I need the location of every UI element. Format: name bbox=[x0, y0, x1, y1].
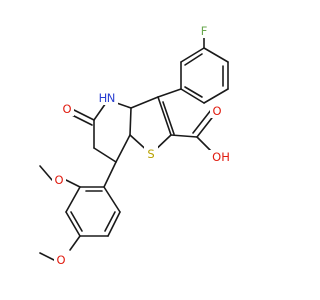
nh-hydrogen-label: H bbox=[99, 91, 108, 105]
upper-methyl-bond bbox=[39, 165, 53, 181]
molecule-canvas: F H N O O OH S O O bbox=[39, 24, 233, 267]
nitrogen-label: N bbox=[107, 91, 116, 105]
hydroxyl-label: OH bbox=[212, 150, 230, 164]
fluorine-label: F bbox=[201, 24, 208, 38]
lower-methoxy-oxygen-label: O bbox=[56, 253, 65, 267]
dimethoxyphenyl-ring bbox=[65, 161, 121, 237]
aryl-link-bond bbox=[157, 88, 182, 98]
lactam-carbonyl-bond bbox=[71, 108, 95, 121]
fluorophenyl-ring bbox=[180, 36, 229, 104]
carboxylic-acid bbox=[170, 109, 216, 154]
sulfur-label: S bbox=[147, 147, 154, 161]
lactam-oxygen-label: O bbox=[62, 102, 71, 116]
lower-methyl-bond bbox=[39, 252, 55, 261]
upper-methoxy-bond bbox=[65, 179, 81, 188]
atom-labels: F H N O O OH S O O bbox=[52, 24, 233, 267]
structure-diagram: F H N O O OH S O O bbox=[39, 24, 233, 267]
thiophene-ring bbox=[129, 96, 175, 155]
acid-oxygen-label: O bbox=[212, 104, 221, 118]
upper-methoxy-oxygen-label: O bbox=[54, 173, 63, 187]
lactam-ring bbox=[93, 99, 132, 163]
lower-methoxy-bond bbox=[69, 235, 81, 251]
